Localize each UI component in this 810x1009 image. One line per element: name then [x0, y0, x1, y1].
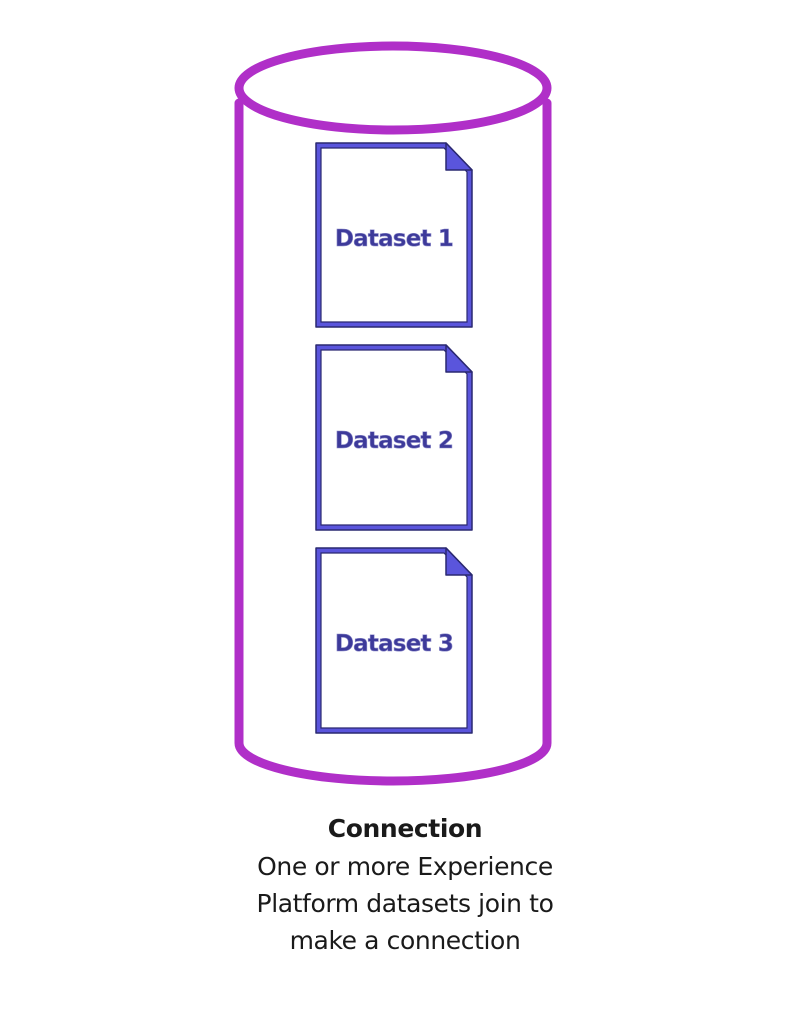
- dataset-document-3-fold-icon: [445, 547, 473, 576]
- caption-line-1: One or more Experience: [257, 852, 553, 881]
- caption-line-3: make a connection: [289, 926, 521, 955]
- dataset-document-1: Dataset 1: [315, 142, 473, 328]
- cylinder-body: [234, 98, 552, 786]
- connection-caption: Connection One or more Experience Platfo…: [0, 810, 810, 959]
- dataset-document-2-fold-icon: [445, 344, 473, 373]
- cylinder-top-ellipse: [234, 41, 552, 135]
- connection-diagram: Dataset 1 Dataset 2 Dataset 3: [234, 41, 552, 786]
- dataset-label-2: Dataset 2: [335, 428, 453, 454]
- dataset-document-1-page: [320, 147, 468, 323]
- dataset-label-1: Dataset 1: [335, 226, 453, 252]
- connection-cylinder: [234, 41, 552, 786]
- dataset-document-2-page: [320, 349, 468, 526]
- caption-title: Connection: [327, 814, 483, 843]
- caption-line-2: Platform datasets join to: [256, 889, 554, 918]
- dataset-document-3-page: [320, 552, 468, 729]
- dataset-document-3: Dataset 3: [315, 547, 473, 734]
- dataset-label-3: Dataset 3: [335, 631, 453, 657]
- dataset-document-2: Dataset 2: [315, 344, 473, 531]
- dataset-document-1-fold-icon: [445, 142, 473, 171]
